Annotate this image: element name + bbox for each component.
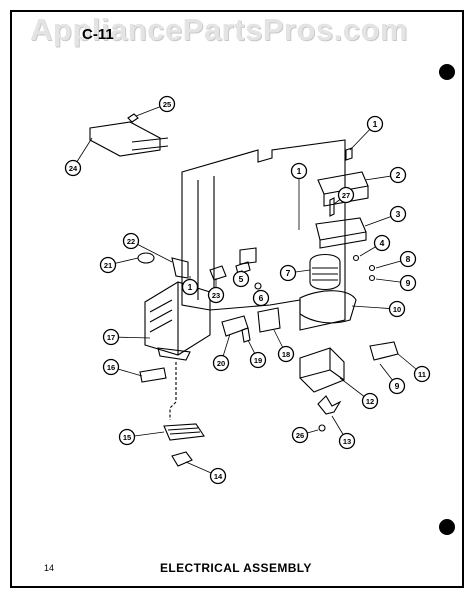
callout-circle-6	[252, 289, 270, 307]
part-19-screw	[241, 327, 251, 343]
callout-circle-24	[64, 159, 82, 177]
callout-circle-27	[337, 186, 355, 204]
part-13-fan-blade	[317, 395, 342, 415]
callout-circle-9	[388, 377, 406, 395]
part-20-bracket	[221, 315, 249, 337]
part-12-fan-motor	[299, 347, 345, 393]
part-drawings	[89, 113, 399, 467]
callout-label-7: 7	[286, 268, 291, 278]
callout-label-16: 16	[107, 363, 115, 372]
callout-label-23: 23	[212, 291, 220, 300]
callout-label-1: 1	[373, 119, 378, 129]
part-4-nut	[352, 254, 360, 262]
part-3-bracket	[315, 217, 367, 249]
part-8-nut	[368, 264, 376, 272]
callout-circle-14	[209, 467, 227, 485]
callout-label-22: 22	[127, 237, 135, 246]
callout-circle-9	[399, 274, 417, 292]
callout-circle-1	[366, 115, 384, 133]
part-11-bracket	[369, 341, 399, 361]
binder-hole-top	[439, 64, 455, 80]
callout-circle-22	[122, 232, 140, 250]
callout-label-8: 8	[406, 254, 411, 264]
leader-lines	[72, 103, 423, 477]
callout-label-21: 21	[104, 261, 112, 270]
callout-circle-3	[389, 205, 407, 223]
callout-circle-13	[338, 432, 356, 450]
callout-circle-7	[279, 264, 297, 282]
part-23-clip	[209, 265, 227, 281]
callout-circle-1	[290, 162, 308, 180]
callout-circle-18	[277, 345, 295, 363]
callout-circle-19	[249, 351, 267, 369]
callout-label-4: 4	[380, 238, 385, 248]
callout-circle-1	[181, 278, 199, 296]
page-number: 14	[44, 563, 55, 573]
callout-group: 1234891011912131415161718192021222324252…	[64, 95, 431, 485]
part-21-ring	[137, 252, 155, 264]
callout-label-20: 20	[217, 359, 225, 368]
callout-circle-26	[291, 426, 309, 444]
callout-circle-21	[99, 256, 117, 274]
diagram-title: ELECTRICAL ASSEMBLY	[160, 561, 312, 575]
part-7-coil	[309, 253, 341, 291]
callout-label-26: 26	[296, 431, 304, 440]
callout-label-15: 15	[123, 433, 131, 442]
callout-circle-12	[361, 392, 379, 410]
callout-label-9: 9	[406, 278, 411, 288]
callout-circle-16	[102, 358, 120, 376]
callout-label-10: 10	[393, 305, 401, 314]
part-27-screw	[329, 197, 335, 217]
callout-circle-17	[102, 328, 120, 346]
part-10-plate	[299, 290, 357, 324]
callout-label-18: 18	[282, 350, 290, 359]
callout-circle-5	[232, 270, 250, 288]
callout-label-1: 1	[297, 166, 302, 176]
callout-label-24: 24	[69, 164, 78, 173]
part-9-washer	[368, 274, 376, 282]
callout-label-25: 25	[163, 100, 171, 109]
callout-circle-8	[399, 250, 417, 268]
callout-circle-23	[207, 286, 225, 304]
callout-label-5: 5	[239, 274, 244, 284]
part-1-screw	[345, 147, 353, 161]
callout-label-13: 13	[343, 437, 351, 446]
part-15-filter	[163, 423, 205, 441]
callout-label-19: 19	[254, 356, 262, 365]
callout-label-6: 6	[259, 293, 264, 303]
callout-circle-11	[413, 365, 431, 383]
callout-circle-25	[158, 95, 176, 113]
part-22-bracket	[171, 257, 189, 279]
callout-circle-4	[373, 234, 391, 252]
callout-label-11: 11	[418, 370, 426, 379]
callout-label-12: 12	[366, 397, 374, 406]
callout-label-2: 2	[396, 170, 401, 180]
callout-circle-2	[389, 166, 407, 184]
part-25-screw	[127, 113, 139, 123]
part-18-switch	[257, 307, 281, 333]
callout-circle-20	[212, 354, 230, 372]
watermark: AppliancePartsPros.com	[30, 12, 408, 47]
part-14-clip	[171, 451, 193, 467]
part-16-terminal	[139, 367, 167, 383]
part-24-bracket	[89, 121, 161, 157]
binder-hole-bottom	[439, 519, 455, 535]
callout-label-1: 1	[188, 282, 193, 292]
callout-label-3: 3	[396, 209, 401, 219]
callout-circle-10	[388, 300, 406, 318]
callout-label-9: 9	[395, 381, 400, 391]
callout-label-17: 17	[107, 333, 115, 342]
part-6-screw	[254, 282, 262, 290]
callout-label-14: 14	[214, 472, 223, 481]
callout-circle-15	[118, 428, 136, 446]
part-26-nut	[318, 424, 326, 432]
page-border	[10, 10, 464, 588]
callout-label-27: 27	[342, 191, 350, 200]
model-number: C-11	[82, 26, 114, 43]
part-5-clip	[235, 261, 251, 275]
